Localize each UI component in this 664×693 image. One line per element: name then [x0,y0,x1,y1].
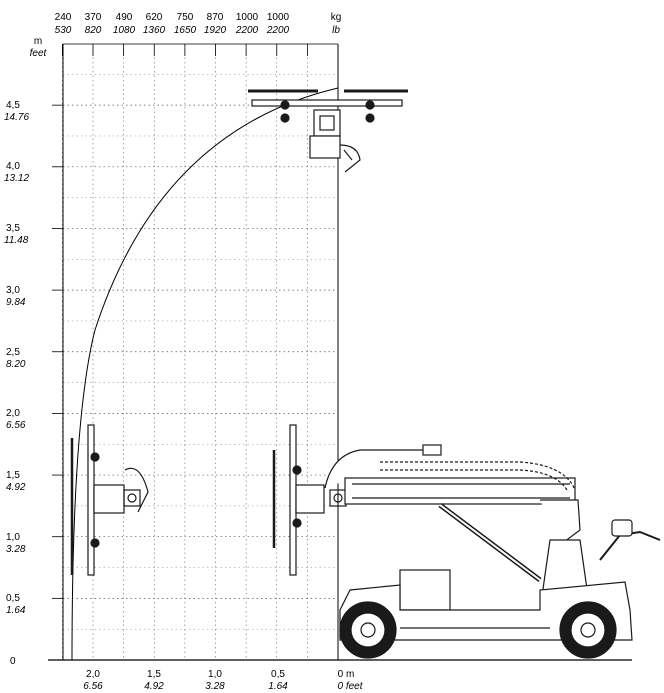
x-axis-labels: 2,0 6.56 1,5 4.92 1,0 3.28 0,5 1.64 0 m … [83,669,363,692]
y-tick-m: 0 [10,656,16,667]
y-tick-m: 2,0 [6,408,20,419]
y-tick-ft: 14.76 [4,112,29,123]
kg-value: 490 [116,12,133,23]
y-tick-ft: 13.12 [4,173,29,184]
y-tick-m: 0,5 [6,593,20,604]
y-tick-ft: 4.92 [6,482,26,493]
glazing-robot-machine [324,444,661,659]
x-tick-ft: 1.64 [268,681,288,692]
lb-unit: lb [332,25,340,36]
vacuum-head-middle [272,424,347,576]
kg-value: 370 [85,12,102,23]
x-tick-m: 0,5 [271,669,285,680]
lb-value: 530 [55,25,72,36]
y-tick-ft: 6.56 [6,420,26,431]
y-tick-ft: 3.28 [6,544,26,555]
kg-value: 240 [55,12,72,23]
kg-value: 620 [146,12,163,23]
x-tick-ft: 6.56 [83,681,103,692]
kg-value: 870 [207,12,224,23]
kg-value: 1000 [236,12,259,23]
kg-unit: kg [331,12,342,23]
y-tick-m: 1,0 [6,532,20,543]
kg-value: 750 [177,12,194,23]
lb-value: 1080 [113,25,136,36]
header-kg-labels: 240 370 490 620 750 870 1000 1000 kg [55,12,342,23]
x-tick-m: 2,0 [86,669,100,680]
y-tick-m: 4,5 [6,100,20,111]
lb-value: 1920 [204,25,227,36]
lb-value: 2200 [235,25,259,36]
kg-value: 1000 [267,12,290,23]
y-axis-unit-m: m [34,36,42,47]
y-tick-ft: 9.84 [6,297,26,308]
y-tick-m: 4,0 [6,161,20,172]
x-tick-ft: 3.28 [205,681,225,692]
x-tick-ft: 0 feet [337,681,363,692]
lb-value: 820 [85,25,102,36]
y-axis-unit-ft: feet [30,48,48,59]
y-tick-m: 3,0 [6,285,20,296]
y-axis-labels: 4,5 14.76 4,0 13.12 3,5 11.48 3,0 9.84 2… [4,100,29,667]
x-tick-m: 1,5 [147,669,161,680]
x-tick-m: 0 m [338,669,355,680]
y-tick-ft: 1.64 [6,605,26,616]
lb-value: 1650 [174,25,197,36]
y-tick-m: 1,5 [6,470,20,481]
lb-value: 2200 [266,25,290,36]
reach-envelope-arc [71,87,339,661]
y-tick-m: 3,5 [6,223,20,234]
y-tick-ft: 11.48 [4,235,29,246]
lb-value: 1360 [143,25,166,36]
vacuum-head-top [248,89,408,173]
y-tick-m: 2,5 [6,347,20,358]
y-tick-ft: 8.20 [6,359,26,370]
vacuum-head-left [70,424,149,576]
x-tick-m: 1,0 [208,669,222,680]
x-tick-ft: 4.92 [144,681,164,692]
header-lb-labels: 530 820 1080 1360 1650 1920 2200 2200 lb [55,25,341,36]
